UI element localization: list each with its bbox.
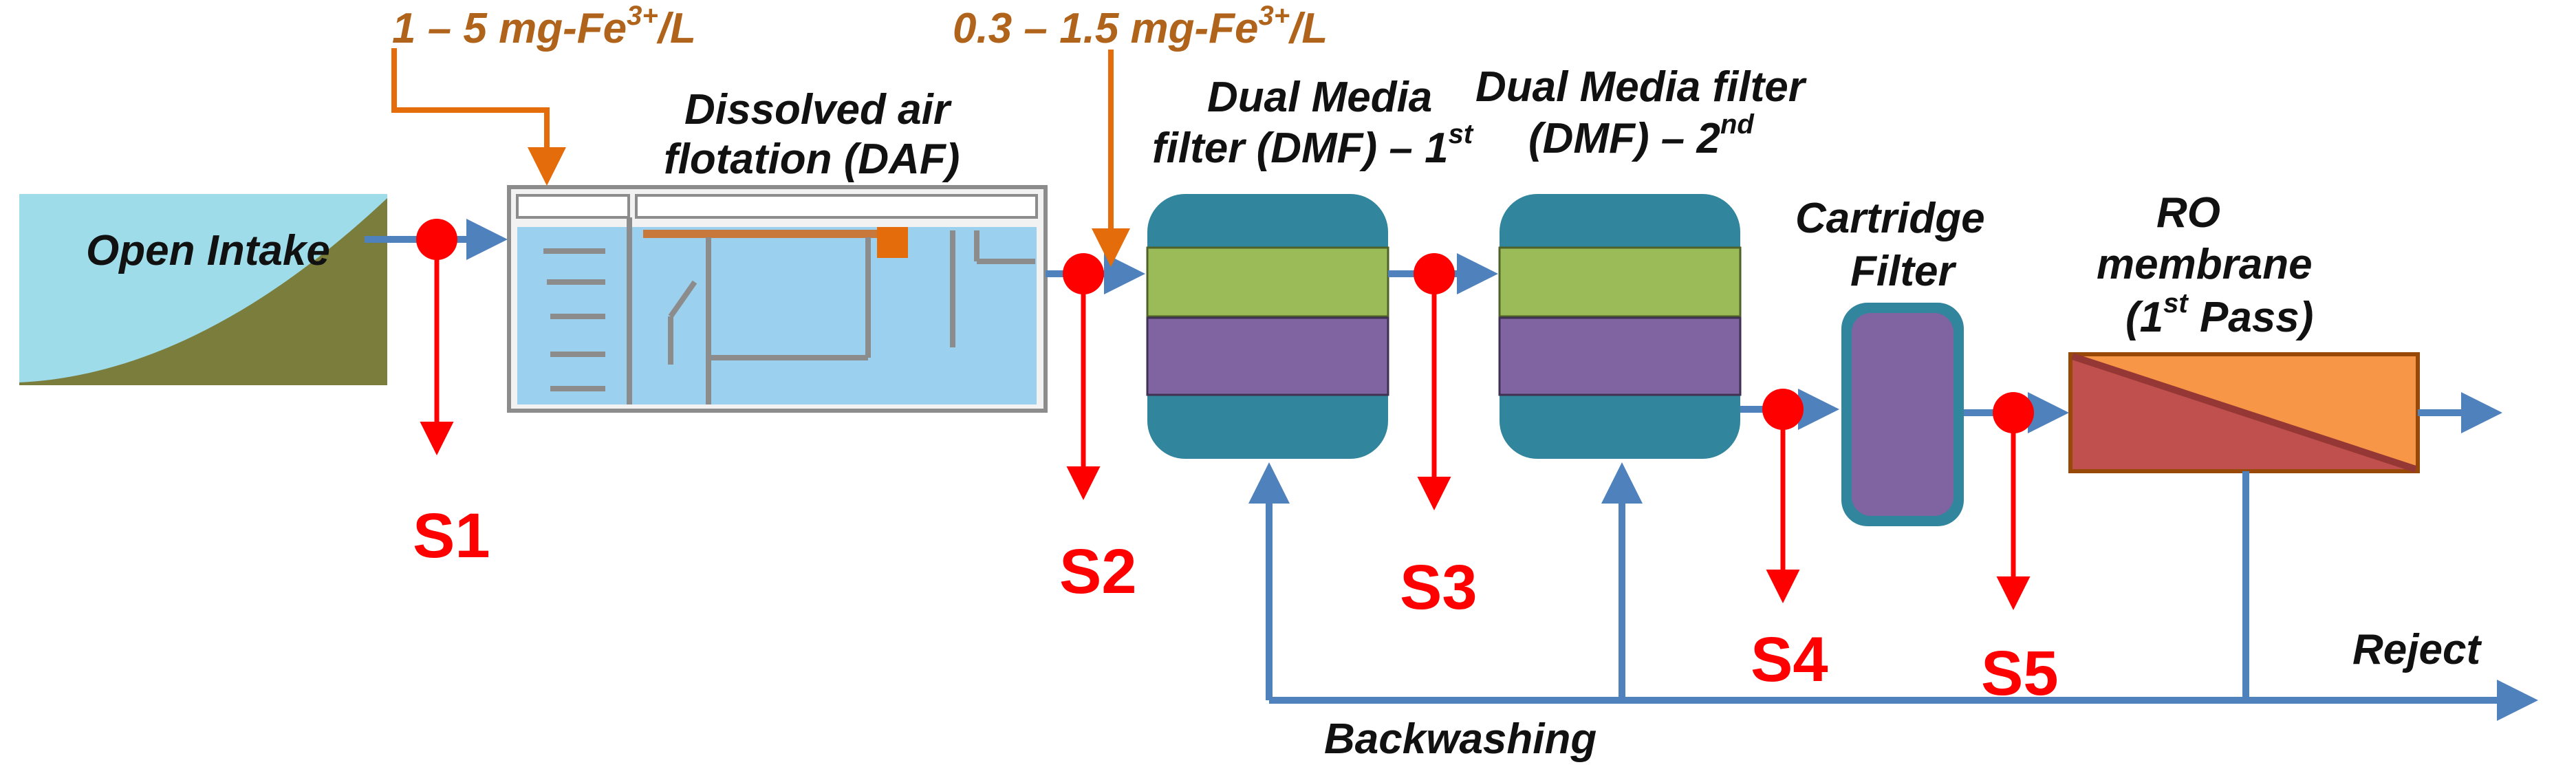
s4-label: S4	[1751, 625, 1828, 695]
s1-marker	[416, 219, 457, 260]
daf-label-line2: flotation (DAF)	[664, 136, 960, 183]
dmf1-media-anthracite	[1146, 246, 1389, 318]
ro-label-line1: RO	[2156, 189, 2220, 237]
dmf-2: Dual Media filter (DMF) – 2nd	[1475, 63, 1807, 459]
dmf1-label-line1: Dual Media	[1207, 74, 1432, 121]
dose-1-label: 1 – 5 mg-Fe3+/L	[392, 1, 696, 52]
dmf1-media-sand	[1146, 316, 1389, 396]
dose-1-arrow	[391, 48, 566, 186]
ro-label-line3: (1st Pass)	[2125, 288, 2313, 341]
ro-membrane-line	[2071, 353, 2417, 473]
cartridge-element	[1852, 313, 1953, 516]
s1-label: S1	[413, 501, 490, 571]
dose-2-label: 0.3 – 1.5 mg-Fe3+/L	[953, 1, 1328, 52]
backwashing-label: Backwashing	[1324, 715, 1597, 763]
dosing-points: 1 – 5 mg-Fe3+/L 0.3 – 1.5 mg-Fe3+/L	[391, 1, 1328, 267]
cartridge-label-line1: Cartridge	[1795, 195, 1985, 242]
daf-riser-angle	[668, 280, 697, 318]
daf-skimmer-box	[877, 227, 908, 258]
dmf-1: Dual Media filter (DMF) – 1st	[1146, 74, 1474, 459]
s5-label: S5	[1981, 638, 2059, 709]
daf-top-slot-left	[516, 194, 630, 219]
ro-label-line2: membrane	[2097, 241, 2313, 288]
open-intake: Open Intake	[19, 194, 387, 385]
reject-label: Reject	[2352, 626, 2482, 673]
backwash-lines	[1248, 462, 2538, 721]
dmf2-media-sand	[1498, 316, 1742, 396]
dmf2-label-line2: (DMF) – 2nd	[1528, 109, 1755, 162]
daf-top-slot-right	[635, 194, 1038, 219]
s3-marker	[1414, 253, 1455, 294]
open-intake-label: Open Intake	[86, 227, 330, 274]
s4-marker	[1762, 389, 1804, 430]
intake-ground	[19, 198, 387, 385]
s5-marker	[1993, 392, 2034, 433]
daf-unit: Dissolved air flotation (DAF)	[507, 86, 1048, 413]
ro-membrane: RO membrane (1st Pass)	[2068, 189, 2420, 473]
dmf2-media-anthracite	[1498, 246, 1742, 318]
cartridge-label-line2: Filter	[1850, 248, 1956, 295]
s2-marker	[1063, 253, 1104, 294]
dmf1-label-line2: filter (DMF) – 1st	[1152, 119, 1474, 172]
daf-label-line1: Dissolved air	[684, 86, 952, 133]
cartridge-filter: Cartridge Filter	[1795, 195, 1985, 526]
dmf2-label-line1: Dual Media filter	[1475, 63, 1807, 111]
s2-label: S2	[1059, 537, 1137, 607]
s3-label: S3	[1400, 552, 1478, 623]
sampling-points: S1 S2 S3 S4 S5	[413, 219, 2059, 709]
